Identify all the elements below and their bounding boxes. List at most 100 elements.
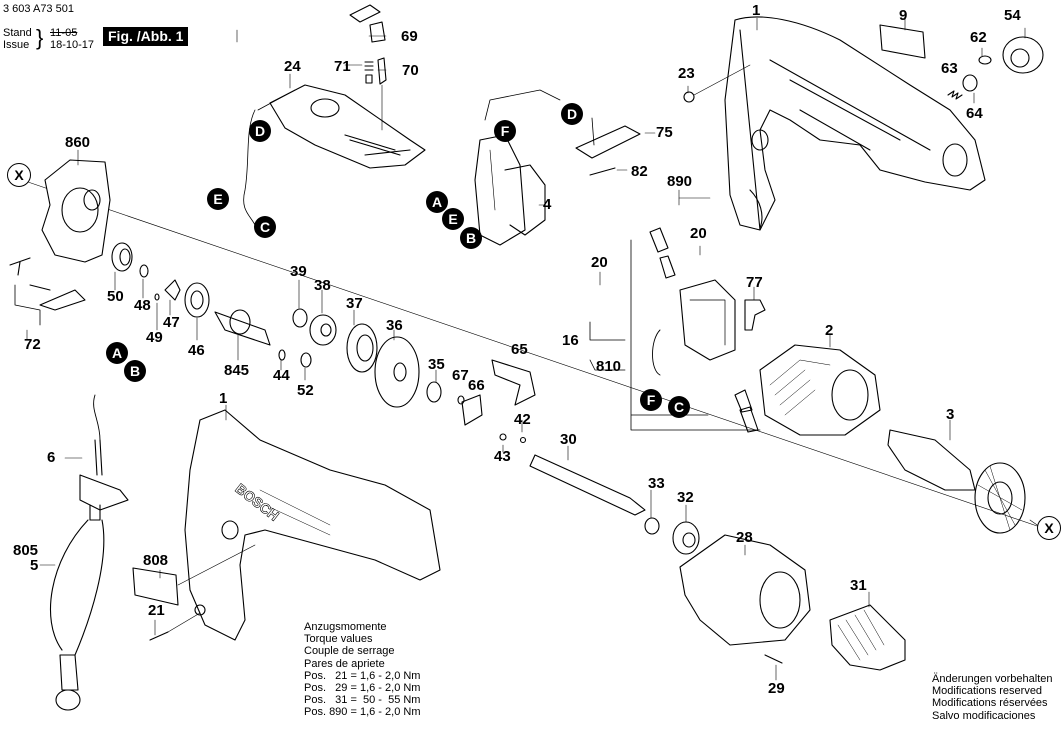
connector-badge-a-cord[interactable]: A [106, 342, 128, 364]
connector-badge-d-left[interactable]: D [249, 120, 271, 142]
part-label-75[interactable]: 75 [656, 124, 673, 141]
part-label-32[interactable]: 32 [677, 489, 694, 506]
part-label-70[interactable]: 70 [402, 62, 419, 79]
connector-badge-b-cord[interactable]: B [124, 360, 146, 382]
part-label-69[interactable]: 69 [401, 28, 418, 45]
chuck-31 [829, 604, 906, 671]
circlip-33 [644, 517, 660, 535]
needle-bearing-39 [292, 308, 308, 328]
part-label-30[interactable]: 30 [560, 431, 577, 448]
torque-notes: Anzugsmomente Torque values Couple de se… [304, 621, 420, 719]
disclaimer-fr: Modifications réservées [932, 697, 1048, 710]
part-label-860[interactable]: 860 [65, 134, 91, 151]
part-label-6[interactable]: 6 [47, 449, 56, 466]
connector-badge-b-switch[interactable]: B [460, 227, 482, 249]
switch-4 [474, 89, 561, 246]
part-label-82[interactable]: 82 [631, 163, 648, 180]
part-label-21[interactable]: 21 [148, 602, 165, 619]
switch-ring-66 [461, 394, 483, 426]
part-label-42[interactable]: 42 [514, 411, 531, 428]
part-label-71[interactable]: 71 [334, 58, 351, 75]
part-label-805[interactable]: 805 [13, 542, 39, 559]
part-label-63[interactable]: 63 [941, 60, 958, 77]
part-label-77[interactable]: 77 [746, 274, 763, 291]
connector-badge-e-left[interactable]: E [207, 188, 229, 210]
spring-63 [947, 90, 963, 100]
connector-badge-d-switch[interactable]: D [561, 103, 583, 125]
screw-29 [764, 654, 783, 664]
part-label-4[interactable]: 4 [543, 196, 552, 213]
clip-42 [519, 436, 527, 444]
part-label-50[interactable]: 50 [107, 288, 124, 305]
part-label-810[interactable]: 810 [596, 358, 622, 375]
torque-row: Pos. 21 = 1,6 - 2,0 Nm [304, 669, 421, 682]
issue-date: 18-10-17 [50, 39, 95, 51]
connector-badge-f-brush[interactable]: F [640, 389, 662, 411]
part-label-38[interactable]: 38 [314, 277, 331, 294]
part-label-3[interactable]: 3 [946, 406, 955, 423]
part-label-54[interactable]: 54 [1004, 7, 1021, 24]
disclaimer-de: Änderungen vorbehalten [932, 673, 1053, 685]
part-label-808[interactable]: 808 [143, 552, 169, 569]
part-label-66[interactable]: 66 [468, 377, 485, 394]
part-label-845[interactable]: 845 [224, 362, 250, 379]
part-label-36[interactable]: 36 [386, 317, 403, 334]
axis-reference-x-right[interactable]: X [1037, 516, 1061, 540]
part-label-64[interactable]: 64 [966, 105, 983, 122]
top-cover-24 [269, 84, 426, 169]
part-label-1-top[interactable]: 1 [752, 2, 761, 19]
part-label-72[interactable]: 72 [24, 336, 41, 353]
housing-half-bottom [184, 409, 441, 641]
lever-65 [491, 359, 536, 406]
connector-badge-f-switch[interactable]: F [494, 120, 516, 142]
part-label-9[interactable]: 9 [899, 7, 908, 24]
torque-title-en: Torque values [304, 633, 373, 646]
part-label-5[interactable]: 5 [30, 557, 39, 574]
part-label-52[interactable]: 52 [297, 382, 314, 399]
part-label-33[interactable]: 33 [648, 475, 665, 492]
part-label-49[interactable]: 49 [146, 329, 163, 346]
gear-cover-28 [679, 534, 811, 646]
connector-badge-c-brush[interactable]: C [668, 396, 690, 418]
disclaimer-es: Salvo modificaciones [932, 709, 1036, 722]
part-label-31[interactable]: 31 [850, 577, 867, 594]
gear-46 [184, 282, 210, 318]
axis-reference-x-left[interactable]: X [7, 163, 31, 187]
part-label-47[interactable]: 47 [163, 314, 180, 331]
gear-36 [374, 336, 420, 408]
part-label-46[interactable]: 46 [188, 342, 205, 359]
washer-23 [683, 91, 695, 103]
part-label-44[interactable]: 44 [273, 367, 290, 384]
plate-75 [575, 125, 641, 159]
part-label-35[interactable]: 35 [428, 356, 445, 373]
lock-72 [9, 257, 86, 311]
part-label-2[interactable]: 2 [825, 322, 834, 339]
bearing-38 [309, 314, 337, 346]
torque-row: Pos. 31 = 50 - 55 Nm [304, 694, 421, 707]
part-label-29[interactable]: 29 [768, 680, 785, 697]
part-label-890[interactable]: 890 [667, 173, 693, 190]
issue-label: Issue [3, 39, 30, 51]
leader-lines [26, 17, 1041, 681]
part-label-48[interactable]: 48 [134, 297, 151, 314]
part-label-65[interactable]: 65 [511, 341, 528, 358]
part-label-62[interactable]: 62 [970, 29, 987, 46]
part-label-1-bottom[interactable]: 1 [219, 390, 228, 407]
part-label-67[interactable]: 67 [452, 367, 469, 384]
part-label-20-lower[interactable]: 20 [591, 254, 608, 271]
part-label-16[interactable]: 16 [562, 332, 579, 349]
connector-badge-e-switch[interactable]: E [442, 208, 464, 230]
brush-bottom-a [734, 389, 753, 413]
part-label-24[interactable]: 24 [284, 58, 301, 75]
part-label-37[interactable]: 37 [346, 295, 363, 312]
part-label-39[interactable]: 39 [290, 263, 307, 280]
brush-holder-16 [652, 279, 736, 376]
connector-badge-a-switch[interactable]: A [426, 191, 448, 213]
connector-badge-c-left[interactable]: C [254, 216, 276, 238]
part-label-43[interactable]: 43 [494, 448, 511, 465]
armature-3 [887, 429, 1026, 534]
part-label-28[interactable]: 28 [736, 529, 753, 546]
part-label-20-upper[interactable]: 20 [690, 225, 707, 242]
part-label-23[interactable]: 23 [678, 65, 695, 82]
washer-44 [278, 349, 286, 361]
